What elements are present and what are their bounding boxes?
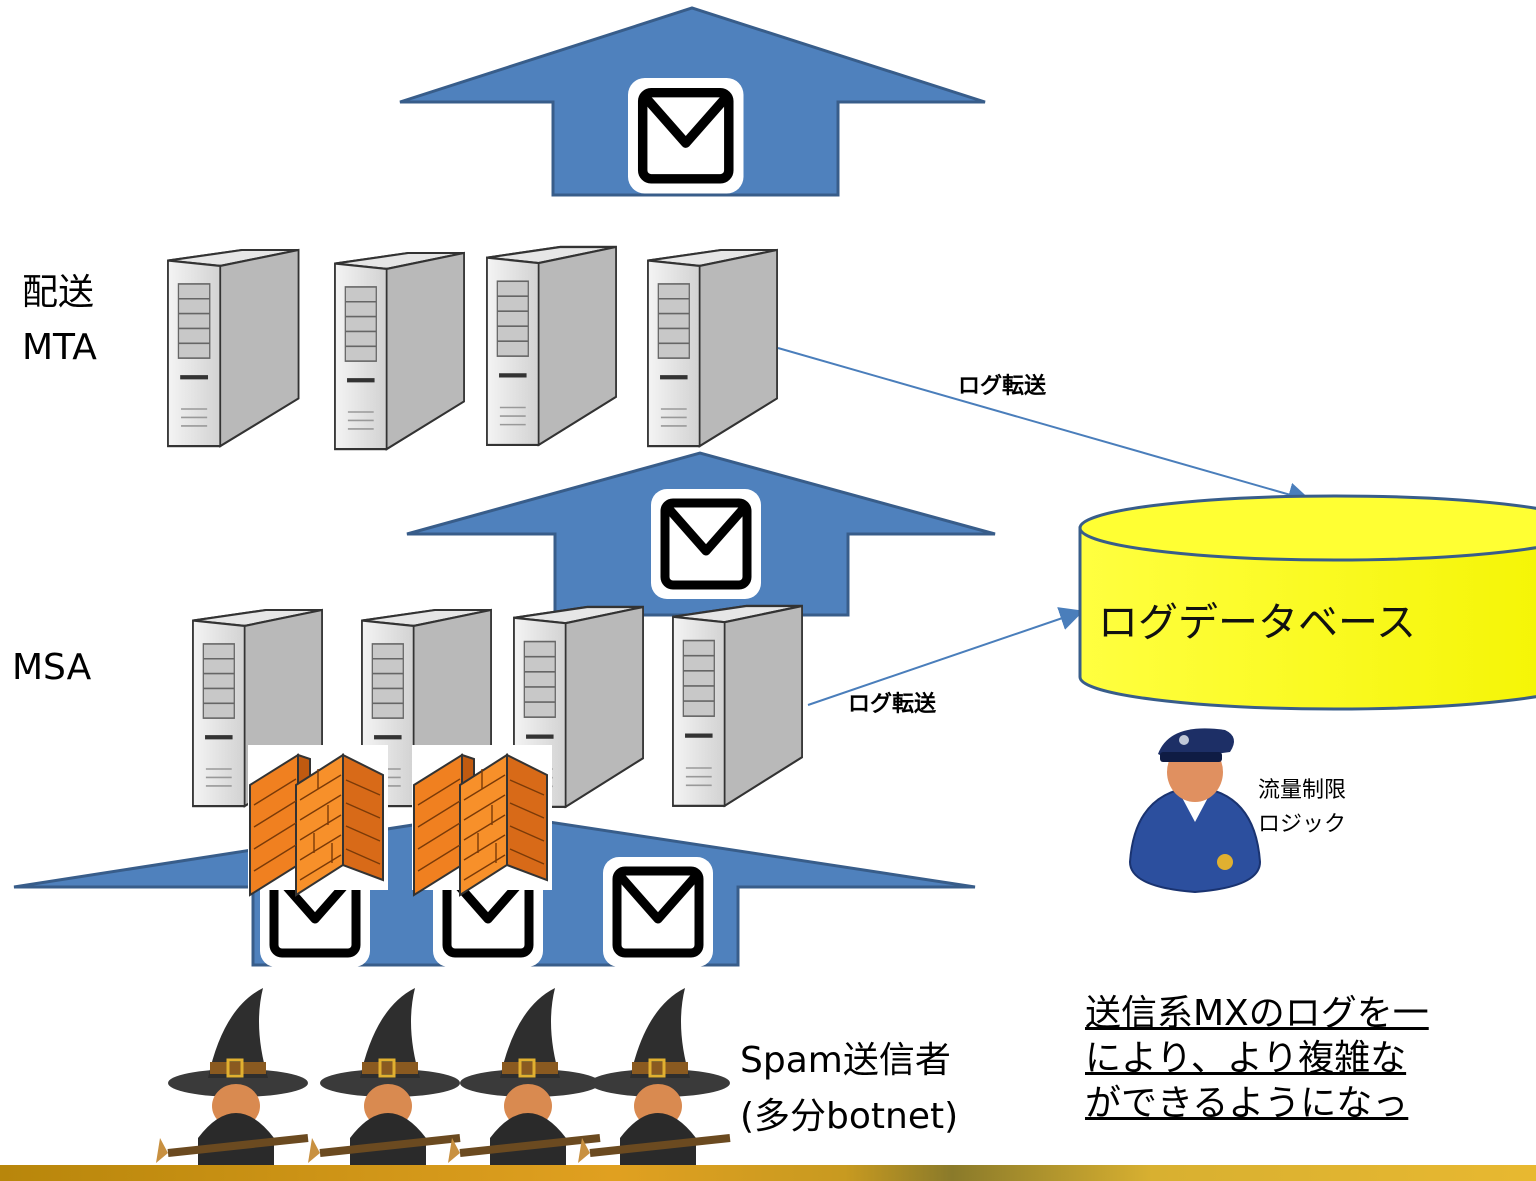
spammer-witch-icon-3 xyxy=(448,988,600,1168)
database-label: ログデータベース xyxy=(1098,600,1416,646)
spam-sender-label-line2: (多分botnet) xyxy=(740,1096,959,1137)
msa-server-4 xyxy=(673,606,802,806)
bottom-envelope-icon-3 xyxy=(603,857,713,967)
firewall-icon-2 xyxy=(411,744,553,896)
log-transfer-line-lower xyxy=(807,607,1084,706)
log-transfer-label-lower: ログ転送 xyxy=(848,692,937,717)
spammer-witch-icon-2 xyxy=(308,988,460,1168)
log-database-cylinder xyxy=(1078,494,1536,711)
mta-tier-label-line2: MTA xyxy=(22,327,97,368)
note-line-2: により、より複雑な xyxy=(1085,1039,1407,1079)
rate-limit-label-line1: 流量制限 xyxy=(1258,778,1347,803)
firewall-icon-1 xyxy=(247,744,389,896)
spammer-witch-icon-1 xyxy=(156,988,308,1168)
police-officer-icon xyxy=(1128,728,1262,894)
middle-envelope-icon xyxy=(651,489,761,599)
msa-tier-label: MSA xyxy=(12,647,92,688)
note-line-1: 送信系MXのログを一 xyxy=(1085,994,1429,1034)
note-line-3: ができるようになっ xyxy=(1085,1084,1409,1124)
spam-sender-label-line1: Spam送信者 xyxy=(740,1040,951,1081)
mta-server-4 xyxy=(648,250,777,446)
top-envelope-icon xyxy=(628,78,744,194)
mta-server-2 xyxy=(335,253,464,449)
mta-server-3 xyxy=(487,247,616,445)
spammer-witch-icon-4 xyxy=(578,988,730,1168)
rate-limit-label-line2: ロジック xyxy=(1258,812,1347,837)
mta-server-1 xyxy=(168,250,299,446)
log-transfer-label-upper: ログ転送 xyxy=(958,374,1047,399)
log-transfer-line-upper xyxy=(777,347,1312,507)
slide-footer-bar xyxy=(0,1165,1536,1181)
mta-tier-label-line1: 配送 xyxy=(22,272,95,313)
